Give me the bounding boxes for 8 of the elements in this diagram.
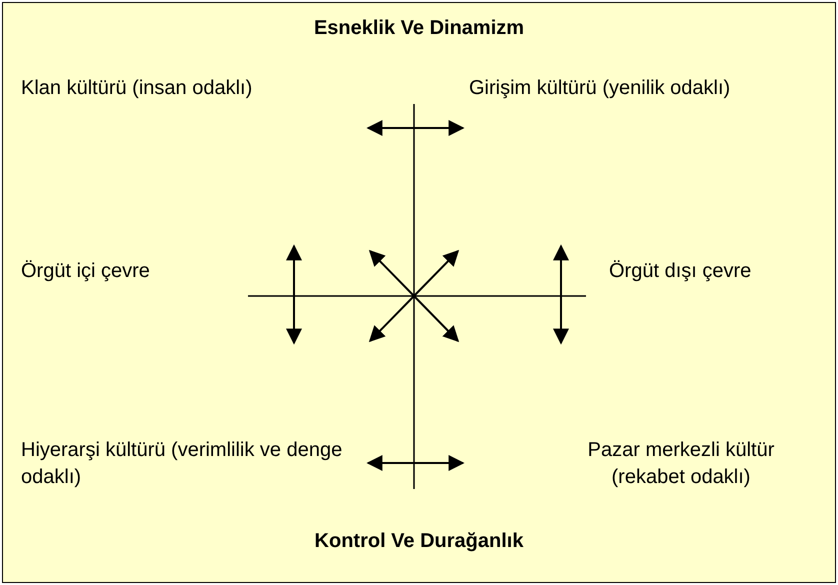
quadrant-label: Pazar merkezli kültür (rekabet odaklı): [586, 438, 776, 490]
axis-label: Kontrol Ve Durağanlık: [314, 529, 524, 554]
quadrant-label: Klan kültürü (insan odaklı): [21, 76, 254, 101]
axis-label: Örgüt dışı çevre: [609, 259, 752, 284]
axis-label: Örgüt içi çevre: [21, 259, 151, 284]
axis-label: Esneklik Ve Dinamizm: [312, 16, 526, 41]
quadrant-label: Hiyerarşi kültürü (verimlilik ve denge odaklı): [21, 438, 344, 490]
quadrant-label: Girişim kültürü (yenilik odaklı): [469, 76, 732, 101]
